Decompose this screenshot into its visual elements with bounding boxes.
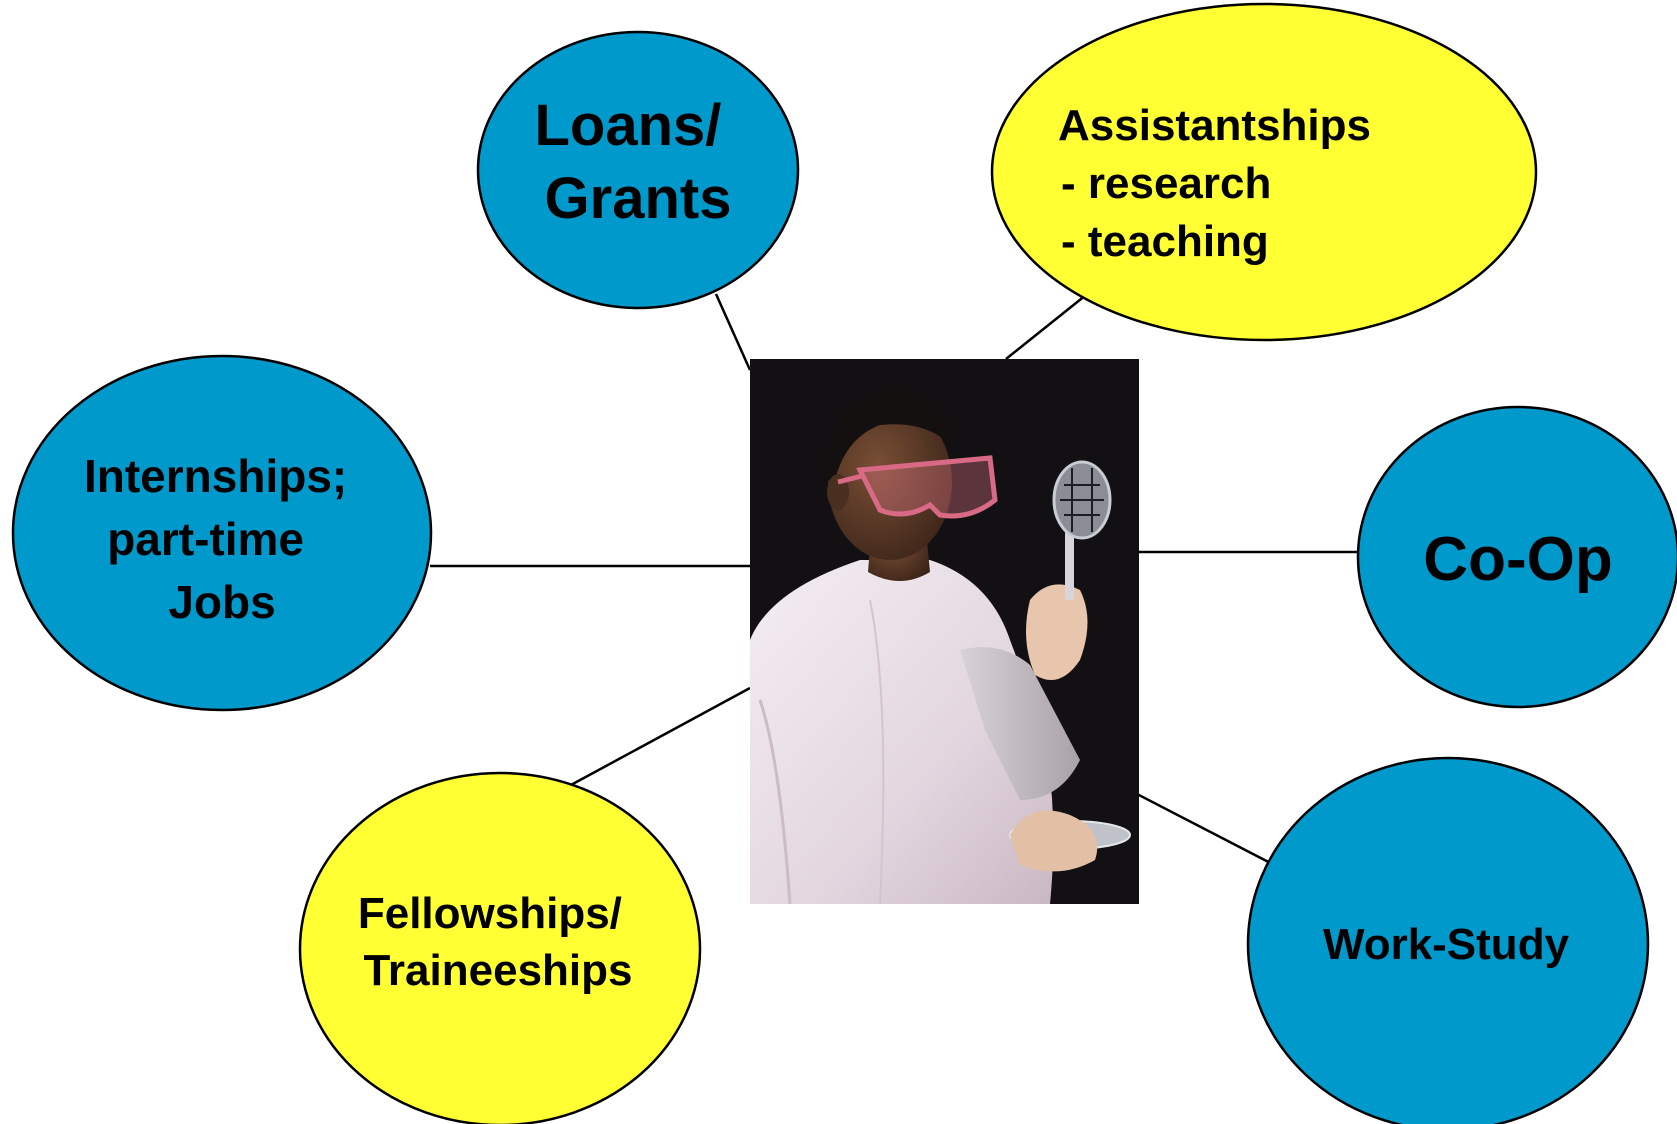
bubble-workstudy-line-1: Work-Study [1323,920,1570,969]
bubble-internships-line-1: Internships; [84,450,347,502]
svg-text:Work-Study: Work-Study [1323,920,1570,969]
bubble-fellowships-line-2: Traineeships [363,946,632,995]
svg-text:Co-Op: Co-Op [1423,525,1612,594]
svg-text:Fellowships/ Traineeship: Fellowships/ Traineeships [358,889,634,995]
bubble-workstudy: Work-Study [1246,756,1650,1124]
svg-text:Assistantships - researc: Assistantships - research - teaching [1058,101,1383,266]
safety-glasses [856,455,998,519]
connector-assistantships [1005,294,1087,360]
connector-workstudy [1136,792,1281,870]
bubble-internships-line-3: Jobs [168,576,275,628]
bubble-assistantships-shape [990,2,1538,342]
lower-gloved-hand [1010,810,1098,872]
bubble-loans: Loans/ Grants [476,30,800,310]
bubble-assistantships: Assistantships - research - teaching [990,2,1538,342]
bubble-internships-line-2: part-time [107,513,304,565]
svg-text:Loans/ Grants: Loans/ Grants [534,93,737,231]
bubble-fellowships-shape [298,771,702,1124]
connector-fellowships [557,686,751,794]
raised-arm [960,647,1080,800]
svg-text:Internships; part-time: Internships; part-time Jobs [84,450,360,628]
bubble-workstudy-shape [1246,756,1650,1124]
bubble-fellowships: Fellowships/ Traineeships [298,771,702,1124]
gloved-hand [1026,584,1088,680]
bubble-internships: Internships; part-time Jobs [11,354,433,712]
bubble-coop: Co-Op [1356,405,1677,709]
bubble-loans-shape [476,30,800,310]
bubble-assistantships-line-3: - teaching [1061,217,1269,266]
scientist-photo [750,359,1139,904]
bubble-coop-line-1: Co-Op [1423,525,1612,594]
bubble-loans-line-2: Grants [545,166,732,231]
lab-gown [750,560,1054,904]
bubble-assistantships-line-2: - research [1061,159,1271,208]
bubble-fellowships-line-1: Fellowships/ [358,889,622,938]
head [828,404,952,560]
bubble-internships-shape [11,354,433,712]
connector-loans [714,293,752,371]
bubble-loans-line-1: Loans/ [534,93,721,158]
connectors [430,293,1360,870]
bubble-assistantships-line-1: Assistantships [1058,101,1371,150]
bubble-coop-shape [1356,405,1677,709]
